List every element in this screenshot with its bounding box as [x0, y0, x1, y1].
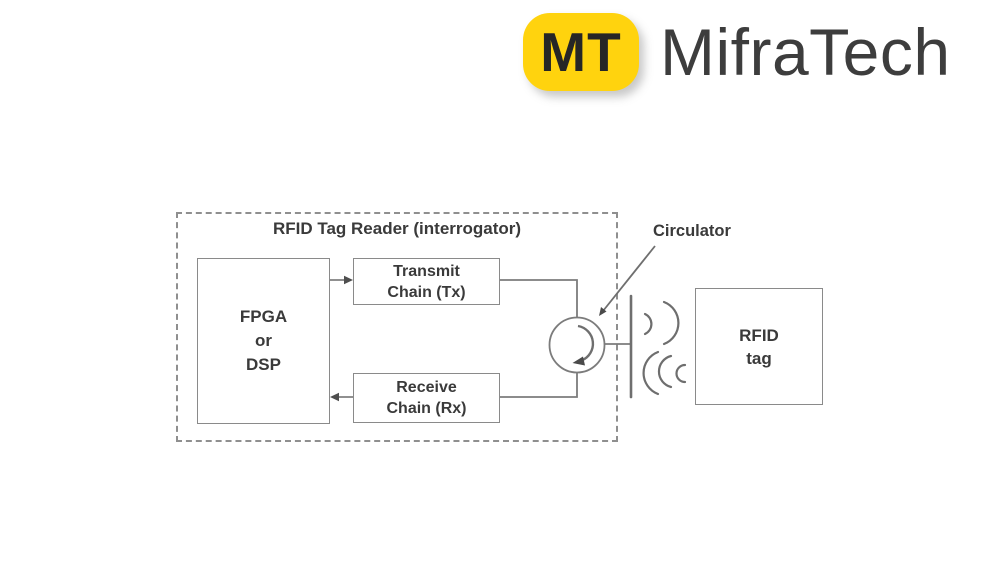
brand-logo: MT MifraTech: [523, 13, 951, 91]
brand-name: MifraTech: [660, 15, 951, 89]
rfid-tag-label-line: RFID: [739, 325, 779, 345]
radio-waves-backscatter-icon: [642, 350, 687, 396]
rfid-tag-label-line: tag: [746, 348, 772, 368]
receive-label-line: Receive: [396, 379, 457, 396]
fpga-block: FPGA or DSP: [197, 258, 330, 424]
logo-badge-text: MT: [540, 21, 622, 83]
fpga-label-line: DSP: [246, 355, 281, 374]
transmit-label-line: Transmit: [393, 262, 460, 280]
rfid-tag-block: RFID tag: [695, 288, 823, 405]
fpga-label-line: or: [255, 331, 272, 350]
circulator-label: Circulator: [653, 222, 731, 240]
receive-label-line: Chain (Rx): [386, 400, 467, 417]
mt-logo-badge-icon: MT: [523, 13, 639, 91]
transmit-label-line: Chain (Tx): [387, 283, 466, 301]
reader-title: RFID Tag Reader (interrogator): [272, 219, 522, 238]
fpga-label-line: FPGA: [239, 307, 288, 326]
receive-chain-block: Receive Chain (Rx): [353, 373, 500, 423]
transmit-chain-block: Transmit Chain (Tx): [353, 258, 500, 305]
reader-dashed-boundary: [176, 212, 618, 442]
radio-waves-outgoing-icon: [643, 300, 680, 346]
